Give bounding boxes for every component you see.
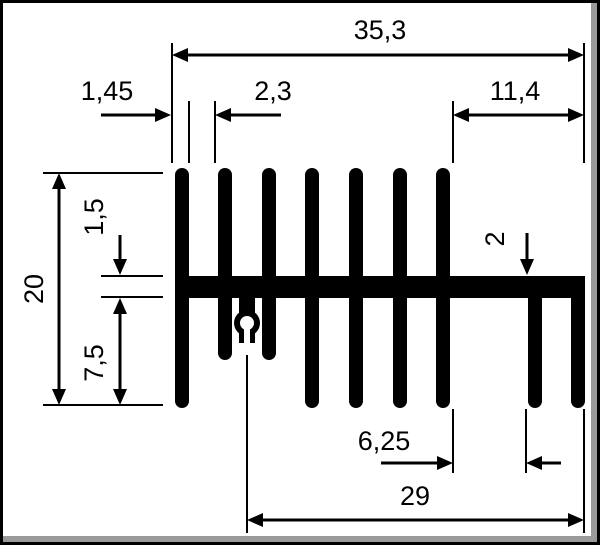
dim-lower-height: 7,5 (79, 298, 127, 405)
heatsink-profile-drawing: 35,3 1,45 2,3 11,4 20 1,5 7,5 (19, 15, 585, 533)
extension-lines (43, 43, 585, 533)
dim-fin-gap: 2,3 (215, 76, 292, 122)
label-total-width: 35,3 (354, 15, 407, 45)
label-right-section: 11,4 (490, 76, 541, 106)
dim-upper-thickness: 1,5 (79, 198, 127, 275)
label-lower-height: 7,5 (79, 344, 109, 382)
dim-total-height: 20 (19, 173, 66, 405)
label-total-height: 20 (19, 274, 49, 304)
dim-base-thickness: 1,45 (81, 76, 171, 122)
label-fin-gap: 2,3 (254, 76, 292, 106)
dim-lower-width: 29 (247, 481, 584, 527)
label-lower-width: 29 (400, 481, 430, 511)
label-fin-pitch: 6,25 (358, 426, 411, 456)
heatsink-profile (175, 168, 585, 408)
dim-plate-thickness: 2 (480, 231, 534, 275)
dim-fin-pitch: 6,25 (358, 426, 561, 470)
label-plate-thickness: 2 (480, 231, 510, 246)
base-plate (175, 276, 585, 298)
clip-slot (244, 329, 250, 353)
label-upper-thickness: 1,5 (79, 198, 109, 236)
dim-right-section: 11,4 (453, 76, 584, 122)
clip-hole (240, 316, 254, 330)
label-base-thickness: 1,45 (81, 76, 134, 106)
dim-total-width: 35,3 (172, 15, 584, 62)
